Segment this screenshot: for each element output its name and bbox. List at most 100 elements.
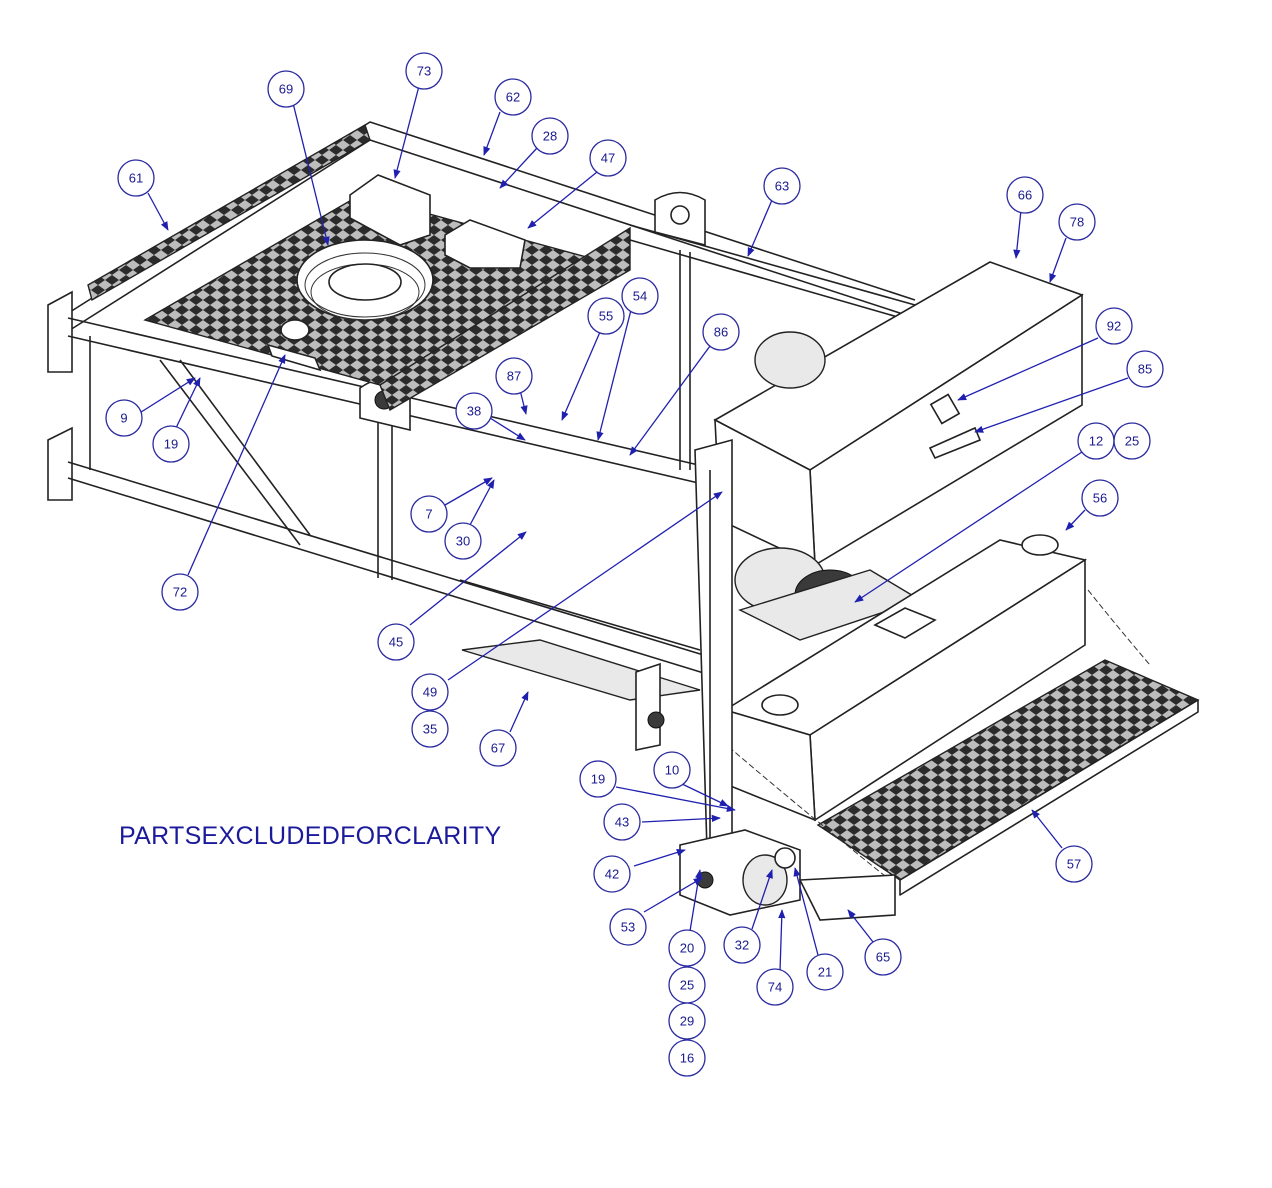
callout-label: 43 <box>615 815 629 830</box>
callout-label: 69 <box>279 82 293 97</box>
callout-balloon: 19 <box>152 425 190 463</box>
callout-circle <box>411 673 449 711</box>
callout-balloon: 53 <box>609 908 647 946</box>
callout-label: 32 <box>735 938 749 953</box>
step-grating <box>714 589 1200 896</box>
callout-circle <box>455 392 493 430</box>
callout-balloon: 32 <box>723 926 761 964</box>
callout-balloon: 28 <box>531 117 569 155</box>
callout-circle <box>723 926 761 964</box>
callout-balloon: 30 <box>444 522 482 560</box>
callout-label: 61 <box>129 171 143 186</box>
callout-circle <box>494 78 532 116</box>
callout-circle <box>806 953 844 991</box>
callout-label: 10 <box>665 763 679 778</box>
callout-balloon: 78 <box>1058 203 1096 241</box>
callout-label: 19 <box>164 437 178 452</box>
callout-circle <box>405 52 443 90</box>
callout-balloon: 49 <box>411 673 449 711</box>
callout-balloon: 66 <box>1006 176 1044 214</box>
callout-circle <box>763 167 801 205</box>
callout-label: 67 <box>491 741 505 756</box>
callout-label: 57 <box>1067 857 1081 872</box>
callout-label: 85 <box>1138 362 1152 377</box>
callout-circle <box>668 1039 706 1077</box>
callout-circle <box>1006 176 1044 214</box>
callout-label: 25 <box>680 978 694 993</box>
callout-circle <box>587 297 625 335</box>
callout-circle <box>377 623 415 661</box>
callout-label: 38 <box>467 404 481 419</box>
callout-balloon: 38 <box>455 392 493 430</box>
callout-label: 53 <box>621 920 635 935</box>
callout-balloon: 43 <box>603 803 641 841</box>
callout-balloon: 7 <box>410 495 448 533</box>
callout-circle <box>579 760 617 798</box>
callout-balloon: 55 <box>587 297 625 335</box>
callout-label: 29 <box>680 1014 694 1029</box>
callout-circle <box>411 710 449 748</box>
callout-label: 54 <box>633 289 647 304</box>
callout-label: 35 <box>423 722 437 737</box>
callout-balloon: 62 <box>494 78 532 116</box>
callout-balloon: 56 <box>1081 479 1119 517</box>
callout-label: 47 <box>601 151 615 166</box>
callout-circle <box>603 803 641 841</box>
parts-excluded-note: PARTSEXCLUDEDFORCLARITY <box>119 822 502 850</box>
callout-balloon: 65 <box>864 938 902 976</box>
callout-label: 78 <box>1070 215 1084 230</box>
callout-balloon: 12 <box>1077 422 1115 460</box>
callout-balloon: 57 <box>1055 845 1093 883</box>
callout-circle <box>1058 203 1096 241</box>
callout-label: 63 <box>775 179 789 194</box>
callout-label: 19 <box>591 772 605 787</box>
engine <box>734 331 922 641</box>
callout-label: 7 <box>425 507 432 522</box>
callout-balloon: 35 <box>411 710 449 748</box>
callout-circle <box>1113 422 1151 460</box>
callout-circle <box>702 313 740 351</box>
callout-circle <box>152 425 190 463</box>
callout-circle <box>105 399 143 437</box>
callout-label: 65 <box>876 950 890 965</box>
callout-label: 87 <box>507 369 521 384</box>
enclosure <box>713 261 1084 567</box>
callout-balloon: 54 <box>621 277 659 315</box>
callout-label: 16 <box>680 1051 694 1066</box>
callout-balloons: 6169736228476366789285919725554868738730… <box>105 52 1164 1077</box>
callout-label: 55 <box>599 309 613 324</box>
callout-balloon: 19 <box>579 760 617 798</box>
callout-circle <box>621 277 659 315</box>
callout-balloon: 74 <box>756 968 794 1006</box>
callout-balloon: 92 <box>1095 307 1133 345</box>
callout-label: 49 <box>423 685 437 700</box>
callout-circle <box>593 855 631 893</box>
callout-label: 25 <box>1125 434 1139 449</box>
callout-label: 21 <box>818 965 832 980</box>
callout-circle <box>668 1002 706 1040</box>
callout-circle <box>117 159 155 197</box>
callout-label: 30 <box>456 534 470 549</box>
callout-label: 12 <box>1089 434 1103 449</box>
callout-label: 20 <box>680 941 694 956</box>
callout-circle <box>531 117 569 155</box>
callout-circle <box>444 522 482 560</box>
callout-balloon: 16 <box>668 1039 706 1077</box>
callout-label: 73 <box>417 64 431 79</box>
callout-balloon: 73 <box>405 52 443 90</box>
callout-label: 86 <box>714 325 728 340</box>
callout-label: 28 <box>543 129 557 144</box>
callout-circle <box>653 751 691 789</box>
callout-balloon: 45 <box>377 623 415 661</box>
callout-circle <box>589 139 627 177</box>
callout-label: 42 <box>605 867 619 882</box>
callout-balloon: 20 <box>668 929 706 967</box>
callout-circle <box>1126 350 1164 388</box>
callout-circle <box>267 70 305 108</box>
callout-balloon: 72 <box>161 573 199 611</box>
callout-label: 56 <box>1093 491 1107 506</box>
callout-circle <box>1095 307 1133 345</box>
leader-lines <box>137 85 1129 972</box>
callout-label: 45 <box>389 635 403 650</box>
